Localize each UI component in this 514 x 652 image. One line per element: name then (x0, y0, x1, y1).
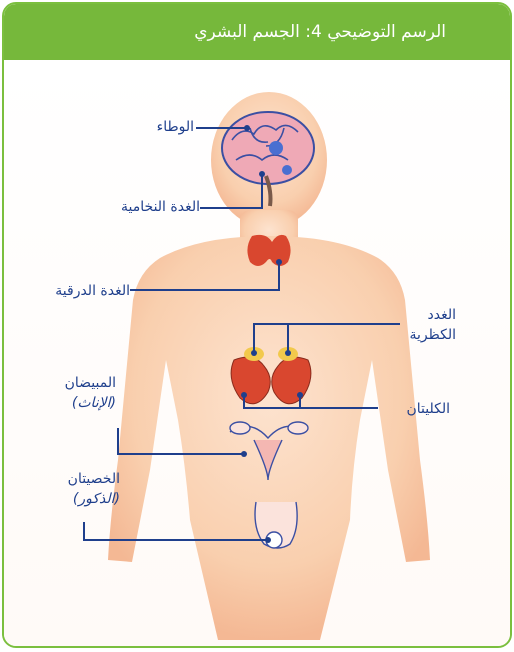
reproductive-male (255, 502, 297, 548)
pituitary-label: الغدة النخامية (121, 198, 200, 216)
kidneys-label: الكليتان (406, 400, 450, 418)
ovaries-note: (الإناث) (72, 394, 116, 412)
thyroid-label: الغدة الدرقية (55, 282, 130, 300)
ovaries-label: المبيضان (65, 374, 116, 392)
hypothalamus-label: الوطاء (157, 118, 194, 136)
adrenal-label-line1: الغدد (428, 306, 457, 324)
testes-label: الخصيتان (68, 470, 120, 488)
testes-note: (الذكور) (73, 490, 120, 508)
adrenal-label-line2: الكظرية (410, 326, 457, 344)
